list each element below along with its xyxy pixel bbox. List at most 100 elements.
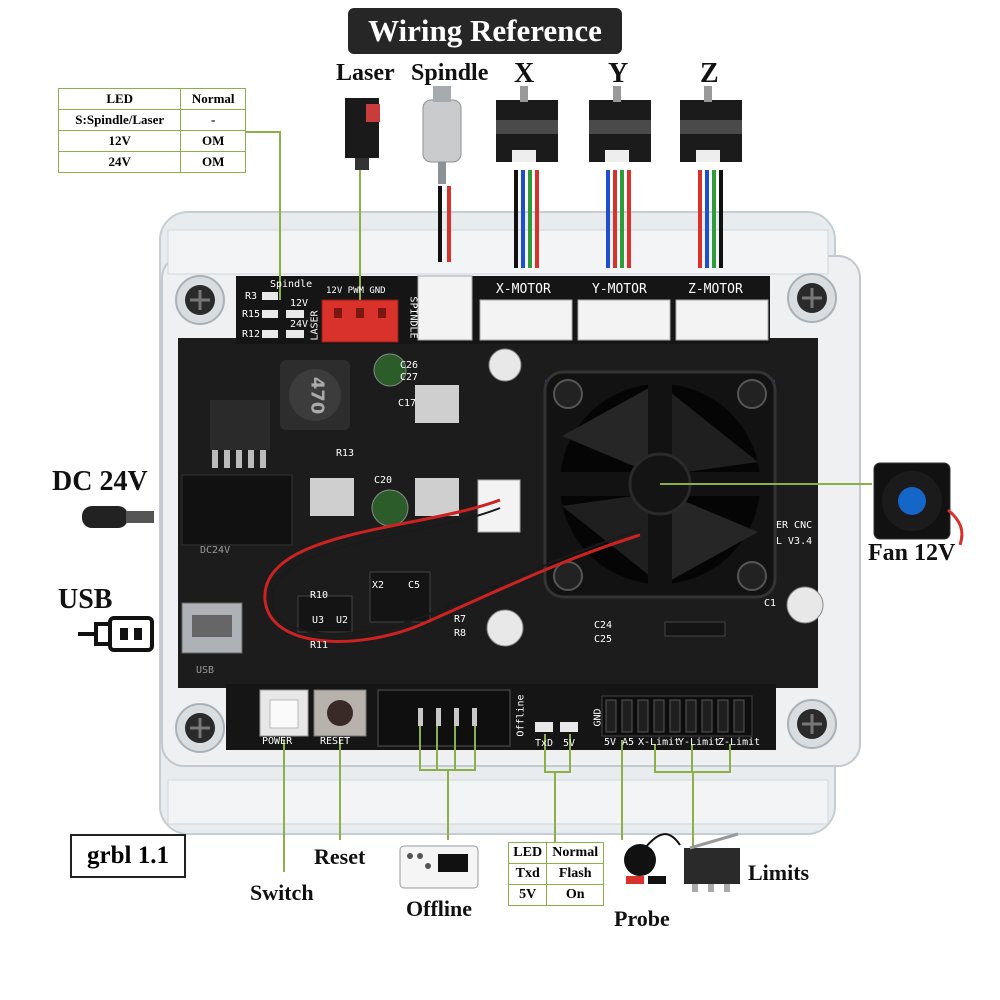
silk-usb: USB xyxy=(196,665,215,676)
silk-pwm: 12V PWM GND xyxy=(326,286,386,296)
probe-label: Probe xyxy=(614,906,670,931)
table-cell: LED xyxy=(57,88,182,110)
table-cell: LED xyxy=(507,842,548,864)
switch-label: Switch xyxy=(250,880,314,905)
table-cell: 5V xyxy=(507,884,548,906)
laser-connector xyxy=(321,299,399,343)
silk-c1: C1 xyxy=(764,598,777,609)
x-motor-label: X xyxy=(514,58,535,89)
silk-inductor: 470 xyxy=(306,376,328,415)
silk-spindle-conn: SPINDLE xyxy=(407,296,419,339)
usb-plug-icon xyxy=(78,616,154,652)
silk-12v: 12V xyxy=(290,298,309,309)
laser-module-icon xyxy=(345,98,380,170)
silk-x2: X2 xyxy=(372,580,385,591)
dc-24v-label: DC 24V xyxy=(52,466,148,497)
silk-r12: R12 xyxy=(242,329,261,340)
spindle-motor-icon xyxy=(422,86,462,184)
table-cell: On xyxy=(546,884,604,906)
limit-switch-icon xyxy=(684,832,740,892)
fan-12v-label: Fan 12V xyxy=(868,540,956,566)
silk-a5: A5 xyxy=(622,737,635,748)
dc-plug-icon xyxy=(82,506,154,528)
silk-c5: C5 xyxy=(408,580,421,591)
silk-c27: C27 xyxy=(400,372,419,383)
silk-txd: TxD xyxy=(535,738,554,749)
table-cell: 24V xyxy=(57,151,182,173)
silk-c20: C20 xyxy=(374,475,393,486)
table-cell: Txd xyxy=(507,863,548,885)
table-cell: Normal xyxy=(546,842,604,864)
table-cell: S:Spindle/Laser xyxy=(57,109,182,131)
silk-y-motor: Y-MOTOR xyxy=(592,282,647,297)
silk-laser: LASER xyxy=(309,310,321,341)
silk-r11: R11 xyxy=(310,640,329,651)
page-title: Wiring Reference xyxy=(348,8,622,54)
silk-pin-5v: 5V xyxy=(604,737,617,748)
silk-y-limit: Y-Limit xyxy=(678,737,721,748)
fan-12v-icon xyxy=(873,462,964,546)
silk-u3: U3 xyxy=(312,615,325,626)
limits-label: Limits xyxy=(748,860,810,885)
stepper-motor-icon xyxy=(589,86,651,162)
silk-c25: C25 xyxy=(594,634,613,645)
spindle-label: Spindle xyxy=(411,60,489,86)
silk-5v: 5V xyxy=(563,738,576,749)
laser-label: Laser xyxy=(336,60,395,86)
z-motor-connector xyxy=(675,299,769,341)
silk-z-motor: Z-MOTOR xyxy=(688,282,743,297)
silk-offline: Offline xyxy=(515,694,527,737)
y-motor-label: Y xyxy=(608,58,629,89)
silk-u2: U2 xyxy=(336,615,349,626)
silk-reset: RESET xyxy=(320,736,351,747)
silk-x-motor: X-MOTOR xyxy=(496,282,551,297)
stepper-motor-icon xyxy=(496,86,558,162)
silk-gnd: GND xyxy=(592,708,604,727)
usb-label: USB xyxy=(58,584,113,615)
stepper-motor-icon xyxy=(680,86,742,162)
z-motor-label: Z xyxy=(700,58,719,89)
offline-label: Offline xyxy=(406,896,472,921)
motor-wires xyxy=(514,170,723,268)
silk-cnc: ER CNC xyxy=(776,520,813,531)
table-cell: Flash xyxy=(546,863,604,885)
table-cell: OM xyxy=(180,130,246,152)
spindle-connector xyxy=(417,275,473,341)
silk-c24: C24 xyxy=(594,620,613,631)
silk-x-limit: X-Limit xyxy=(638,737,681,748)
offline-controller-icon xyxy=(399,845,479,889)
corner-screw-icon xyxy=(175,273,837,753)
grbl-version-badge: grbl 1.1 xyxy=(70,834,186,878)
silk-spindle: Spindle xyxy=(270,279,313,290)
silk-dc24v: DC24V xyxy=(200,545,231,556)
table-cell: OM xyxy=(180,151,246,173)
silk-z-limit: Z-Limit xyxy=(718,737,761,748)
probe-icon xyxy=(624,833,681,884)
silk-r13: R13 xyxy=(336,448,355,459)
x-motor-connector xyxy=(479,299,573,341)
table-row: S:Spindle/Laser- xyxy=(57,109,246,131)
silk-r7: R7 xyxy=(454,614,467,625)
silk-power: POWER xyxy=(262,736,293,747)
reset-label: Reset xyxy=(314,844,366,869)
silk-r8: R8 xyxy=(454,628,467,639)
silk-c26: C26 xyxy=(400,360,419,371)
silk-r3: R3 xyxy=(245,291,258,302)
silk-r15: R15 xyxy=(242,309,261,320)
silk-version: L V3.4 xyxy=(776,536,813,547)
table-cell: Normal xyxy=(180,88,246,110)
y-motor-connector xyxy=(577,299,671,341)
offline-header xyxy=(377,689,511,747)
silk-r10: R10 xyxy=(310,590,329,601)
silk-c17: C17 xyxy=(398,398,417,409)
silk-24v: 24V xyxy=(290,319,309,330)
